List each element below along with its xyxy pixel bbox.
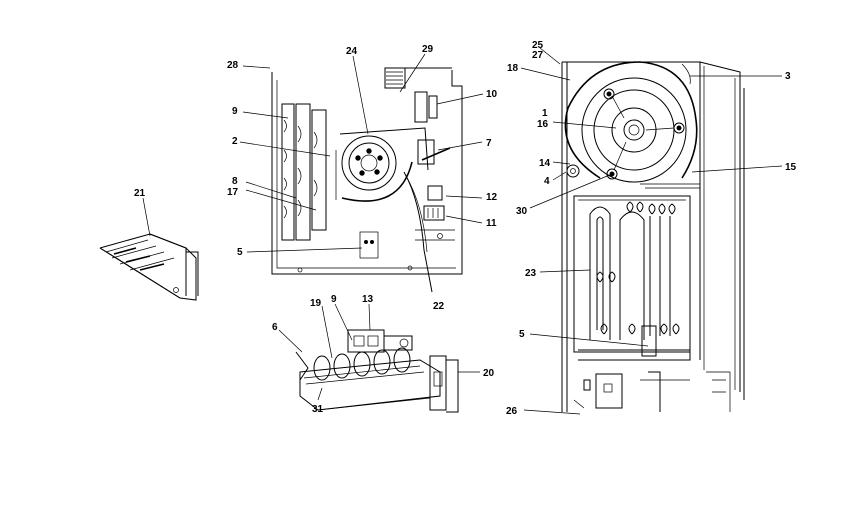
callout-2: 2	[232, 136, 238, 147]
callout-5-right: 5	[519, 329, 525, 340]
callout-16: 16	[537, 119, 549, 130]
callout-21: 21	[134, 188, 146, 199]
callout-9-left: 9	[232, 106, 238, 117]
callout-18: 18	[507, 63, 519, 74]
callout-10: 10	[486, 89, 498, 100]
callout-22: 22	[433, 301, 445, 312]
callout-17: 17	[227, 187, 239, 198]
callout-29: 29	[422, 44, 434, 55]
callout-26: 26	[506, 406, 518, 417]
callout-31: 31	[312, 404, 324, 415]
callout-7: 7	[486, 138, 492, 149]
callout-28: 28	[227, 60, 239, 71]
callout-8: 8	[232, 176, 238, 187]
callout-25: 25	[532, 40, 544, 51]
callout-19: 19	[310, 298, 322, 309]
burner-manifold-assembly	[295, 329, 459, 413]
callout-23: 23	[525, 268, 537, 279]
heat-exchanger-assembly	[561, 61, 745, 412]
callout-12: 12	[486, 192, 498, 203]
callout-labels: 28 24 29 10 9 2 7 8 17 12 11 5 22 21 25 …	[134, 40, 797, 417]
callout-15: 15	[785, 162, 797, 173]
callout-14: 14	[539, 158, 551, 169]
callout-4: 4	[544, 176, 550, 187]
callout-27: 27	[532, 50, 544, 61]
callout-9-bottom: 9	[331, 294, 337, 305]
callout-3: 3	[785, 71, 791, 82]
part-21-bracket	[99, 233, 199, 301]
callout-6: 6	[272, 322, 278, 333]
callout-20: 20	[483, 368, 495, 379]
leader-lines	[142, 47, 783, 415]
callout-5-left: 5	[237, 247, 243, 258]
blower-housing-assembly	[271, 67, 463, 293]
callout-30: 30	[516, 206, 528, 217]
callout-11: 11	[486, 218, 497, 229]
callout-13: 13	[362, 294, 374, 305]
callout-24: 24	[346, 46, 358, 57]
callout-1: 1	[542, 108, 548, 119]
